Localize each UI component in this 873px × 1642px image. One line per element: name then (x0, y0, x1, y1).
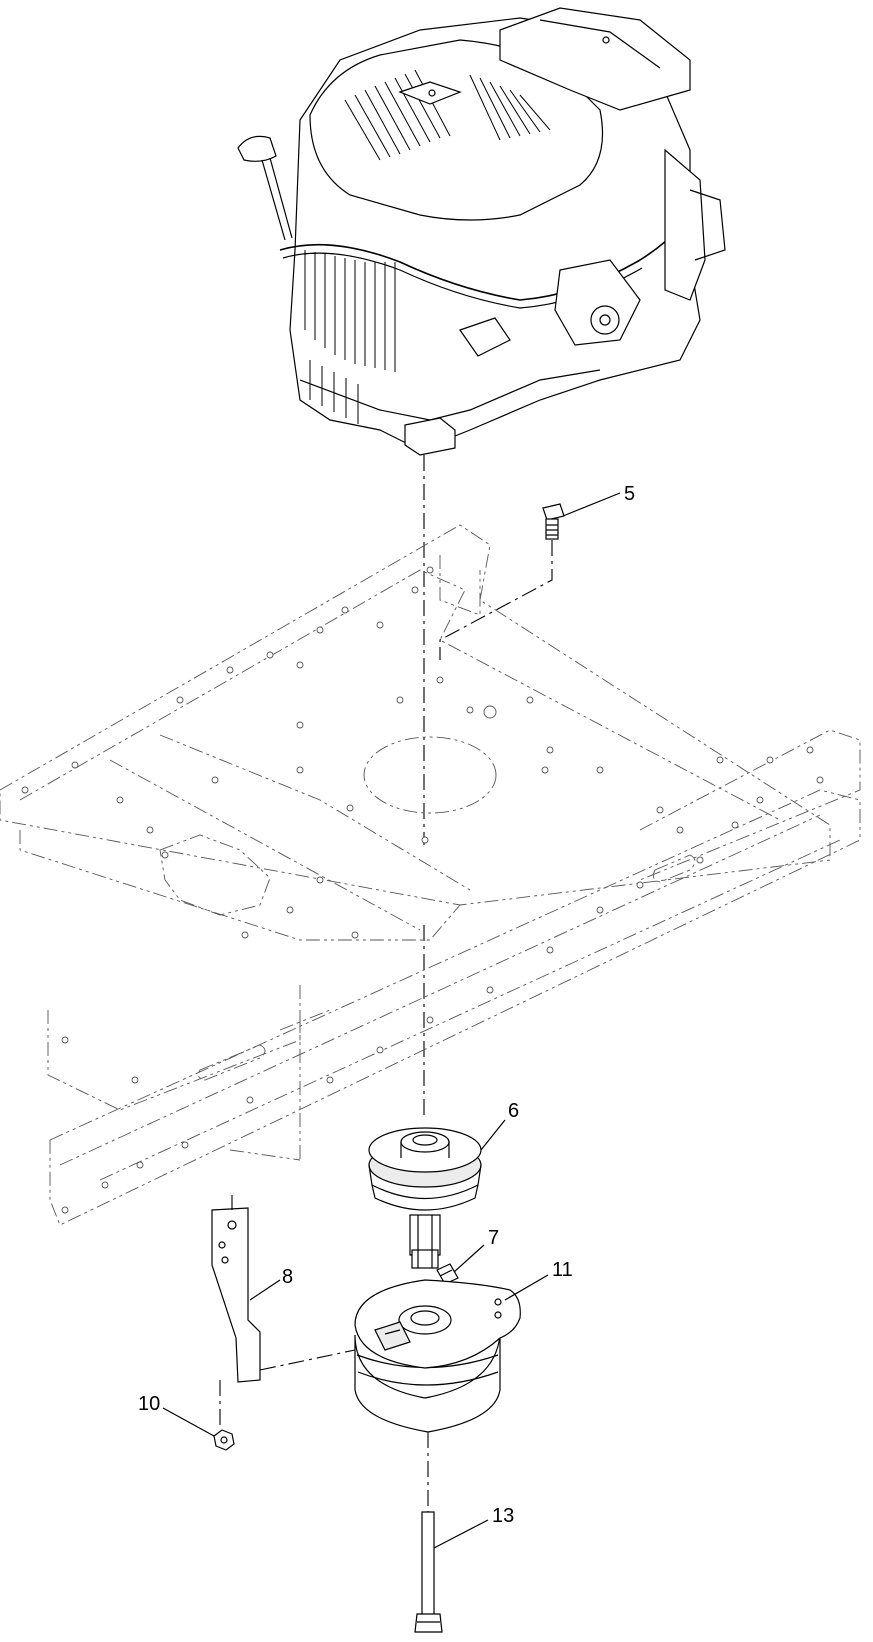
cylinder-fins (304, 250, 396, 424)
pulley-part-6 (368, 1127, 482, 1269)
bracket-part-8 (211, 1195, 356, 1430)
callout-label-11: 11 (552, 1259, 573, 1281)
engine (237, 7, 726, 456)
callout-label-6: 6 (508, 1100, 519, 1122)
dipstick (237, 135, 293, 241)
fuel-pump (554, 259, 641, 346)
frame-phantom (0, 524, 861, 1226)
bolt-part-13 (414, 1432, 443, 1633)
frame-holes (21, 566, 824, 1214)
shroud-grille (344, 69, 551, 161)
callout-5: 5 (562, 483, 635, 517)
callout-label-7: 7 (488, 1227, 499, 1249)
callout-10: 10 (138, 1393, 215, 1437)
callout-13: 13 (433, 1505, 514, 1549)
callout-label-13: 13 (492, 1505, 514, 1527)
bolt-part-5 (542, 503, 565, 540)
callout-7: 7 (453, 1227, 499, 1273)
callout-8: 8 (249, 1266, 293, 1301)
callout-label-8: 8 (282, 1266, 293, 1288)
callout-label-5: 5 (624, 483, 635, 505)
key-part-7 (436, 1263, 459, 1285)
callout-6: 6 (480, 1100, 519, 1151)
clutch-part-11 (354, 1279, 521, 1433)
callout-11: 11 (504, 1259, 573, 1301)
callout-label-10: 10 (138, 1393, 160, 1415)
nut-part-10 (213, 1429, 235, 1451)
